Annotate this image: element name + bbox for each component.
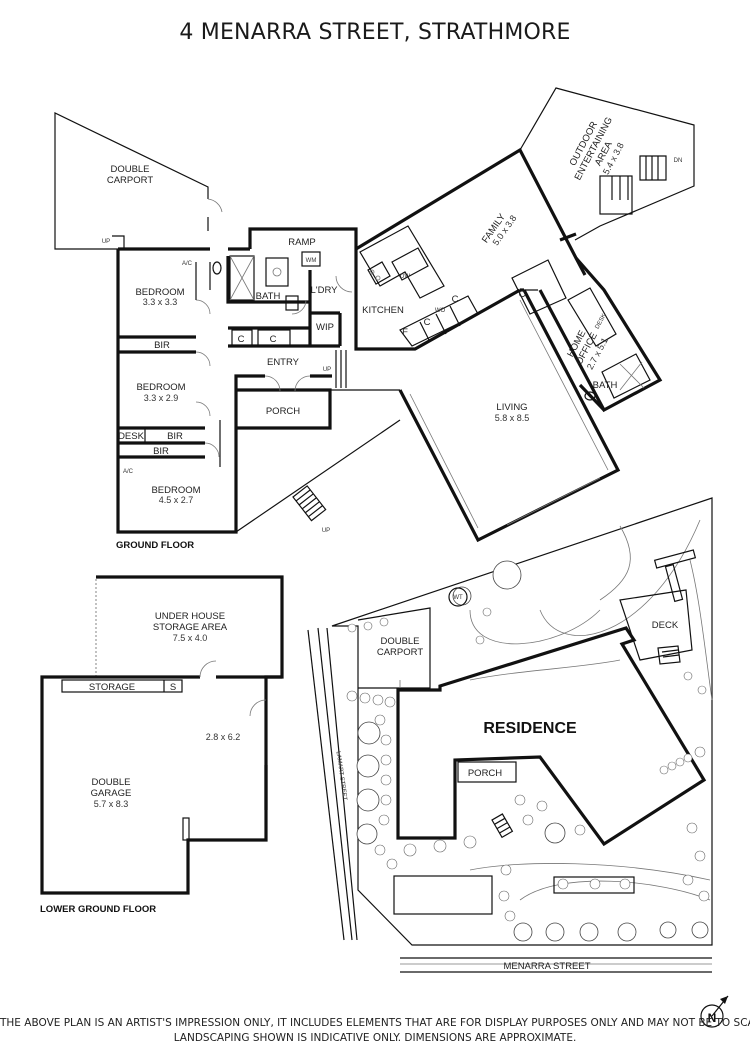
entry-label: ENTRY [267,357,300,368]
ac-label-2: A/C [123,469,134,475]
fridge-label: F [402,327,408,338]
disclaimer-line-1: THE ABOVE PLAN IS AN ARTIST'S IMPRESSION… [0,1017,750,1029]
bedroom3-size: 4.5 x 2.7 [159,495,194,505]
residence-label: RESIDENCE [483,720,577,737]
wm-label: WM [306,258,317,264]
cupboard-label-3: C [519,289,526,300]
garage-walls [40,675,282,895]
cupboard-label-2: C [270,334,277,345]
ramp-label: RAMP [288,237,315,248]
storage-label: STORAGE [89,682,135,693]
garage-size: 5.7 x 8.3 [94,799,129,809]
cupboard-label-k1: C [424,317,431,328]
storage-area-label-2: STORAGE AREA [153,622,228,633]
pool [393,875,493,915]
carport-outline [54,112,209,250]
disclaimer-line-2: LANDSCAPING SHOWN IS INDICATIVE ONLY. DI… [173,1032,577,1044]
disclaimer: THE ABOVE PLAN IS AN ARTIST'S IMPRESSION… [0,1016,750,1046]
north-arrow-icon [700,1004,724,1028]
bedroom1-label: BEDROOM [135,287,184,298]
up-label-2: UP [323,367,331,373]
lower-ground-floor-plan: UNDER HOUSE STORAGE AREA 7.5 x 4.0 STORA… [40,575,284,915]
wip-label: WIP [316,322,334,333]
deck-label: DECK [652,620,679,631]
ground-floor-plan: DOUBLE CARPORT RAMP WM BEDROOM 3.3 x 3.3… [54,87,695,551]
site-carport-label-1: DOUBLE [380,636,419,647]
ground-floor-label: GROUND FLOOR [116,540,194,551]
storage-area-walls [96,575,284,679]
ac-label-1: A/C [182,261,193,267]
site-carport [357,607,431,689]
storage-area-size: 7.5 x 4.0 [173,633,208,643]
family-walls [355,147,587,276]
residence-footprint [396,626,707,847]
cupboard-label-1: C [238,334,245,345]
porch-label: PORCH [266,406,300,417]
up-label-1: UP [102,239,110,245]
living-label: LIVING [496,402,527,413]
living-size: 5.8 x 8.5 [495,413,530,423]
site-porch-label: PORCH [468,768,502,779]
dn-label: DN [674,158,683,164]
water-tank-label: WT [453,595,463,601]
bedroom3-label: BEDROOM [151,485,200,496]
west-wing-walls [116,249,238,534]
ramp-room [248,227,358,249]
bath2-label: BATH [593,380,618,391]
porch-walls [236,388,332,430]
bir-label-2: BIR [167,431,183,442]
cupboard-label-k2: C [452,294,459,305]
desk-label-office: DESK [595,313,608,330]
page-title: 4 MENARRA STREET, STRATHMORE [179,20,571,45]
s-label: S [170,682,176,693]
site-boundary [331,497,713,946]
site-plan: DOUBLE CARPORT RESIDENCE PORCH DECK WT L… [307,497,729,1028]
laundry-label: L'DRY [311,285,339,296]
up-label-3: UP [322,528,330,534]
dishwasher-label: DW [400,274,410,280]
desk-label: DESK [118,431,145,442]
bedroom2-label: BEDROOM [136,382,185,393]
lower-ground-floor-label: LOWER GROUND FLOOR [40,904,156,915]
bir-label-3: BIR [153,446,169,457]
bir-label-1: BIR [154,340,170,351]
garage-label-1: DOUBLE [91,777,130,788]
site-carport-label-2: CARPORT [377,647,423,658]
bedroom2-size: 3.3 x 2.9 [144,393,179,403]
north-label: N [708,1011,717,1025]
kitchen-label: KITCHEN [362,305,404,316]
bath-label: BATH [256,291,281,302]
living-walls [398,289,621,543]
storage-area-label-1: UNDER HOUSE [155,611,225,622]
deck [619,589,693,661]
menarra-street-label: MENARRA STREET [503,961,590,972]
garage-label-2: GARAGE [91,788,132,799]
lower-room-size: 2.8 x 6.2 [206,732,241,742]
wall-oven-label: WO [435,308,446,314]
carport-label-2: CARPORT [107,175,153,186]
outdoor-entertaining-outline [519,87,695,241]
bedroom1-size: 3.3 x 3.3 [143,297,178,307]
carport-label-1: DOUBLE [110,164,149,175]
